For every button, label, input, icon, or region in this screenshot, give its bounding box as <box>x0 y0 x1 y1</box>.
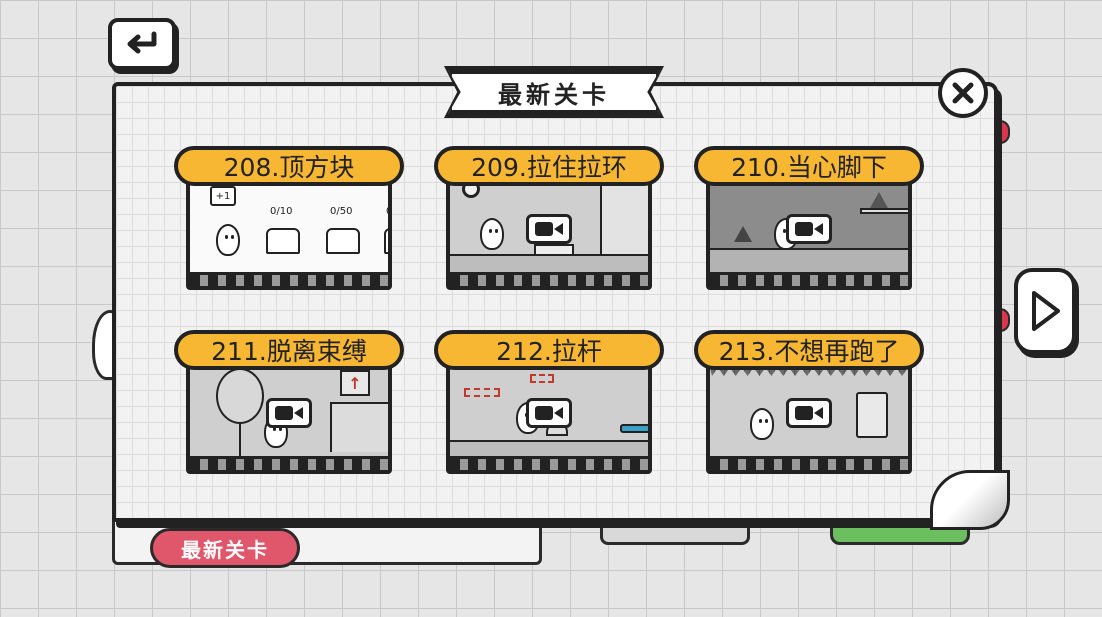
next-page-button[interactable] <box>1014 268 1076 354</box>
title-banner: 最新关卡 <box>448 70 660 114</box>
dashed-outline <box>464 388 500 397</box>
ledge <box>860 208 908 214</box>
character <box>750 408 774 440</box>
back-button[interactable] <box>108 18 176 70</box>
background-tag-label: 最新关卡 <box>181 537 269 562</box>
chest-count: 0 <box>386 206 392 217</box>
level-thumbnail: +1 0/10 0/50 0 <box>186 174 392 290</box>
treasure-chest-icon <box>326 228 360 254</box>
chest-count: 0/50 <box>330 206 353 217</box>
video-icon <box>526 398 572 428</box>
close-button[interactable] <box>938 68 988 118</box>
close-icon <box>952 82 974 104</box>
video-icon <box>266 398 312 428</box>
level-thumbnail <box>446 174 652 290</box>
level-label: 211.脱离束缚 <box>174 330 404 370</box>
thumbnail-floor <box>710 248 908 272</box>
spike-icon <box>870 192 888 208</box>
character <box>216 224 240 256</box>
level-label: 209.拉住拉环 <box>434 146 664 186</box>
treasure-chest-icon <box>266 228 300 254</box>
level-card-209[interactable]: 209.拉住拉环 <box>434 146 664 296</box>
spike-icon <box>734 226 752 242</box>
paper-curl <box>930 470 1010 530</box>
level-label: 212.拉杆 <box>434 330 664 370</box>
level-label: 210.当心脚下 <box>694 146 924 186</box>
treasure-chest-icon <box>384 228 388 254</box>
level-thumbnail: ↑ <box>186 358 392 474</box>
pressure-plate <box>620 424 648 433</box>
chest-count: 0/10 <box>270 206 293 217</box>
door-icon <box>856 392 888 438</box>
video-icon <box>526 214 572 244</box>
video-icon <box>786 398 832 428</box>
up-arrow-sign-icon: ↑ <box>340 370 370 396</box>
thumbnail-floor-strip <box>710 456 908 470</box>
level-card-208[interactable]: 208.顶方块 +1 0/10 0/50 0 <box>174 146 404 296</box>
balloon-icon <box>216 368 264 424</box>
thumbnail-floor <box>450 254 648 272</box>
level-card-212[interactable]: 212.拉杆 <box>434 330 664 480</box>
character <box>480 218 504 250</box>
level-thumbnail <box>706 358 912 474</box>
thumbnail-floor-strip <box>450 272 648 286</box>
thumbnail-floor-strip <box>190 456 388 470</box>
background-newest-tag: 最新关卡 <box>150 528 300 568</box>
dashed-outline <box>530 374 554 383</box>
level-card-211[interactable]: 211.脱离束缚 ↑ <box>174 330 404 480</box>
play-arrow-icon <box>1032 291 1060 331</box>
modal-title: 最新关卡 <box>498 80 610 109</box>
thumbnail-floor <box>450 440 648 456</box>
wall-block <box>330 402 388 452</box>
level-card-213[interactable]: 213.不想再跑了 <box>694 330 924 480</box>
thumbnail-floor-strip <box>710 272 908 286</box>
back-arrow-icon <box>127 31 157 54</box>
level-thumbnail <box>706 174 912 290</box>
wall-block <box>600 178 648 262</box>
balloon-string <box>239 422 241 458</box>
level-label: 208.顶方块 <box>174 146 404 186</box>
thumbnail-floor-strip <box>190 272 388 286</box>
thumbnail-floor-strip <box>450 456 648 470</box>
plus-one-badge: +1 <box>210 186 236 206</box>
level-label: 213.不想再跑了 <box>694 330 924 370</box>
level-thumbnail <box>446 358 652 474</box>
level-card-210[interactable]: 210.当心脚下 <box>694 146 924 296</box>
video-icon <box>786 214 832 244</box>
